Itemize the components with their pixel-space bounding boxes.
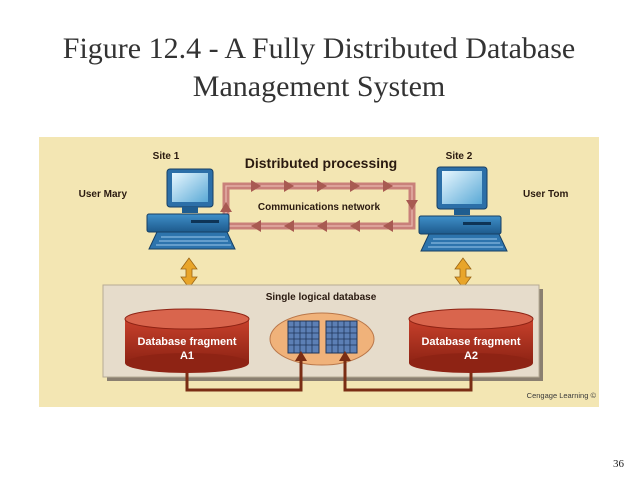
page-title: Figure 12.4 - A Fully Distributed Databa… xyxy=(0,30,638,106)
title-line-1: Figure 12.4 - A Fully Distributed Databa… xyxy=(62,32,576,65)
distributed-dbms-diagram: Distributed processing Site 1 Site 2 Use… xyxy=(39,137,599,407)
communications-network-loop xyxy=(220,180,418,232)
communications-network-label: Communications network xyxy=(258,202,381,213)
single-logical-database-label: Single logical database xyxy=(266,292,377,303)
fragment-a2-line1: Database fragment xyxy=(421,336,520,348)
fragment-connectors xyxy=(185,359,473,392)
connector-arrowhead-left xyxy=(295,351,307,361)
title-line-2: Management System xyxy=(192,70,446,103)
page-number: 36 xyxy=(613,458,624,470)
database-fragment-a2-cylinder xyxy=(408,308,534,373)
diagram-heading: Distributed processing xyxy=(245,155,397,171)
fragment-a1-line2: A1 xyxy=(180,350,194,362)
fragment-a1-line1: Database fragment xyxy=(137,336,236,348)
fragment-a2-line2: A2 xyxy=(464,350,478,362)
database-fragment-a1-cylinder xyxy=(124,308,250,373)
shared-data-grid-icon xyxy=(269,312,375,366)
site-1-sync-arrow-icon xyxy=(180,257,198,289)
user-tom-label: User Tom xyxy=(523,189,568,200)
site-2-computer-icon xyxy=(418,166,508,252)
diagram-canvas: Distributed processing Site 1 Site 2 Use… xyxy=(79,151,597,400)
user-mary-label: User Mary xyxy=(79,189,128,200)
connector-arrowhead-right xyxy=(339,351,351,361)
site-1-computer-icon xyxy=(146,168,236,250)
site-2-sync-arrow-icon xyxy=(454,257,472,289)
site-2-label: Site 2 xyxy=(446,151,473,162)
credit-label: Cengage Learning © xyxy=(527,391,597,400)
site-1-label: Site 1 xyxy=(153,151,180,162)
